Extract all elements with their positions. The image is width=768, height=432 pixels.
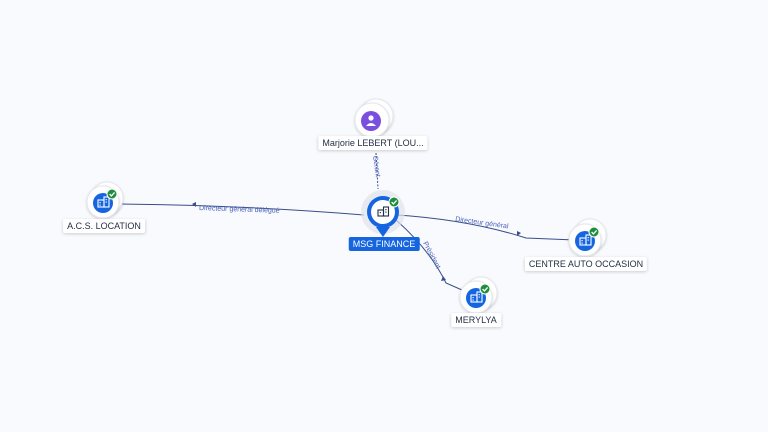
person-icon (366, 115, 376, 126)
edge-label-gerant: Gérant (371, 155, 381, 177)
cao-node[interactable] (568, 218, 607, 257)
edge-label-dg: Directeur général (455, 216, 510, 230)
cao-node-label[interactable]: CENTRE AUTO OCCASION (524, 257, 648, 271)
arrow-icon (192, 202, 196, 207)
edge-gerant: Gérant (371, 152, 381, 190)
person-node[interactable] (354, 98, 394, 138)
acs-node[interactable] (86, 181, 124, 219)
center-node[interactable] (361, 190, 405, 237)
verified-icon (388, 196, 400, 208)
verified-icon (106, 188, 118, 200)
center-node-label[interactable]: MSG FINANCE (348, 237, 420, 251)
merylya-node[interactable] (459, 276, 498, 314)
edge-dg: Directeur général (397, 214, 576, 241)
verified-icon (588, 226, 600, 238)
verified-icon (479, 283, 491, 295)
merylya-node-label[interactable]: MERYLYA (451, 313, 501, 327)
arrow-icon (441, 276, 446, 281)
edge-dg-delegue: Directeur général délégué (117, 202, 365, 216)
acs-node-label[interactable]: A.C.S. LOCATION (63, 219, 145, 233)
arrow-icon (517, 231, 521, 236)
person-node-label[interactable]: Marjorie LEBERT (LOU... (318, 136, 428, 150)
edge-label-president: Président (421, 241, 441, 270)
building-icon (377, 206, 390, 217)
edge-label-dg-delegue: Directeur général délégué (199, 205, 280, 215)
edge-president: Président (395, 219, 463, 291)
